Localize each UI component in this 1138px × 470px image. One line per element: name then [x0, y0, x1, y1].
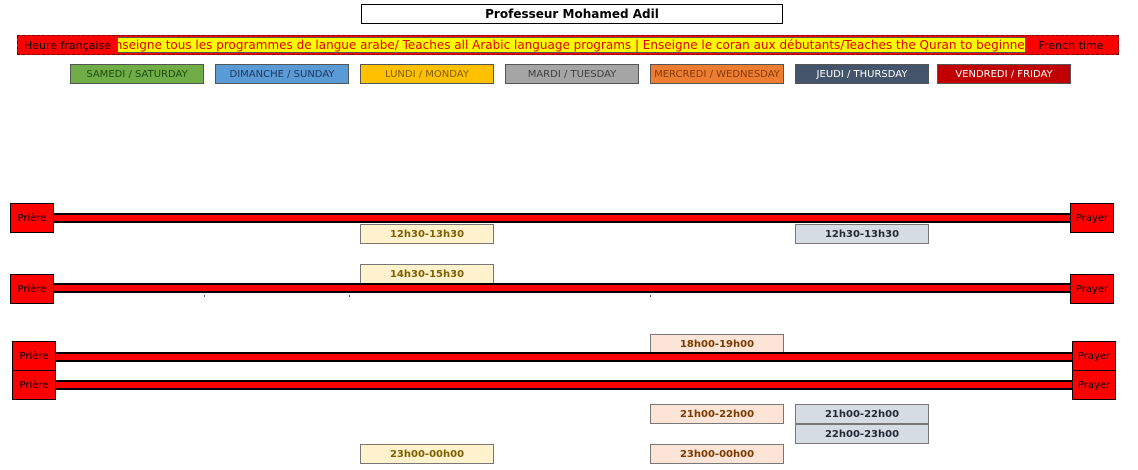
page-title: Professeur Mohamed Adil [361, 4, 783, 24]
teaching-description: Enseigne tous les programmes de langue a… [117, 37, 1026, 53]
prayer-label-left: Prière [12, 341, 56, 371]
prayer-label-left: Prière [10, 203, 54, 233]
slot-wednesday-2100: 21h00-22h00 [650, 404, 784, 424]
prayer-label-left: Prière [12, 370, 56, 400]
day-label: DIMANCHE / SUNDAY [229, 68, 335, 80]
day-label: LUNDI / MONDAY [385, 68, 469, 80]
day-header-thursday: JEUDI / THURSDAY [795, 64, 929, 84]
day-label: MARDI / TUESDAY [527, 68, 617, 80]
day-header-friday: VENDREDI / FRIDAY [937, 64, 1071, 84]
grid-tick [349, 295, 350, 297]
slot-thursday-2200: 22h00-23h00 [795, 424, 929, 444]
info-banner: Heure française Enseigne tous les progra… [17, 35, 1119, 55]
slot-monday-1430: 14h30-15h30 [360, 264, 494, 284]
day-label: SAMEDI / SATURDAY [86, 68, 188, 80]
day-header-tuesday: MARDI / TUESDAY [505, 64, 639, 84]
slot-monday-2300: 23h00-00h00 [360, 444, 494, 464]
prayer-label-right: Prayer [1070, 274, 1114, 304]
grid-tick [204, 295, 205, 297]
slot-monday-1230: 12h30-13h30 [360, 224, 494, 244]
slot-thursday-1230: 12h30-13h30 [795, 224, 929, 244]
prayer-label-right: Prayer [1072, 370, 1116, 400]
slot-wednesday-2300: 23h00-00h00 [650, 444, 784, 464]
day-header-sunday: DIMANCHE / SUNDAY [215, 64, 349, 84]
prayer-bar [50, 283, 1076, 293]
french-time-label-en: French time [1038, 38, 1104, 52]
slot-wednesday-1800: 18h00-19h00 [650, 334, 784, 354]
slot-thursday-2100: 21h00-22h00 [795, 404, 929, 424]
day-header-saturday: SAMEDI / SATURDAY [70, 64, 204, 84]
day-label: VENDREDI / FRIDAY [955, 68, 1053, 80]
prayer-label-right: Prayer [1070, 203, 1114, 233]
prayer-label-left: Prière [10, 274, 54, 304]
day-label: JEUDI / THURSDAY [816, 68, 908, 80]
prayer-bar [52, 380, 1078, 390]
prayer-label-right: Prayer [1072, 341, 1116, 371]
day-header-wednesday: MERCREDI / WEDNESDAY [650, 64, 784, 84]
day-header-monday: LUNDI / MONDAY [360, 64, 494, 84]
french-time-label: Heure française [23, 38, 111, 52]
grid-tick [650, 295, 651, 297]
prayer-bar [52, 352, 1078, 362]
prayer-bar [50, 213, 1076, 223]
day-label: MERCREDI / WEDNESDAY [654, 68, 780, 80]
